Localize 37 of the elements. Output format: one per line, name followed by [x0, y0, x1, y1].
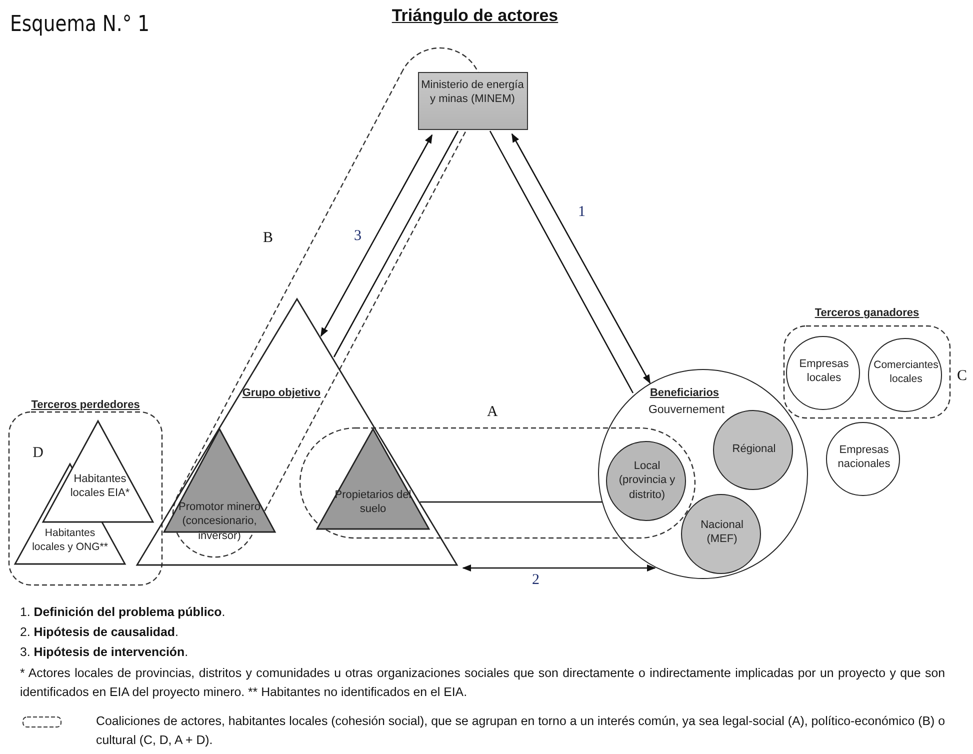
arrow	[511, 133, 651, 384]
footnote: 1. Definición del problema público.	[20, 604, 226, 621]
scheme-heading: Esquema N.° 1	[10, 12, 150, 37]
legend-text: Coaliciones de actores, habitantes locales (cohesión social), que se agrupan en torno a un interés común, ya sea legal-social (A), político-económico (B) o cultural (C, D, A + D).	[96, 713, 945, 750]
group-outline	[783, 306, 951, 419]
node-label: Régional	[731, 442, 777, 456]
node-label: Ministerio de energía y minas (MINEM)	[420, 78, 525, 107]
node-label: Promotor minero (concesionario, inversor)	[178, 500, 262, 543]
node-label: Habitantes locales y ONG**	[31, 527, 109, 554]
node-label: Nacional (MEF)	[700, 518, 744, 547]
arrow	[320, 134, 433, 337]
footnote: * Actores locales de provincias, distritos y comunidades u otras organizaciones sociales que son directamente o indirectamente implicadas por un proyecto y que son identificados en EIA del proyecto minero. ** Habitantes no identificados en el EIA.	[20, 665, 945, 702]
group-heading: Terceros perdedores	[30, 398, 141, 412]
group-outline	[8, 398, 163, 586]
ministry-box	[418, 72, 528, 130]
node-label: Habitantes locales EIA*	[69, 472, 131, 501]
actor-circle	[681, 494, 761, 574]
group-heading: Terceros ganadores	[814, 306, 920, 320]
node-label: Empresas nacionales	[836, 443, 892, 472]
actor-triangle	[42, 420, 154, 523]
node-label: Empresas locales	[798, 357, 850, 386]
coalition-letter: A	[487, 404, 498, 421]
actor-circle	[606, 441, 686, 521]
group-letter: C	[957, 368, 968, 385]
group-heading: Grupo objetivo	[241, 386, 322, 400]
actor-triangle	[316, 428, 430, 530]
footnote: 3. Hipótesis de intervención.	[20, 644, 190, 661]
diagram-title: Triángulo de actores	[390, 6, 560, 26]
node-label: Comerciantes locales	[872, 359, 940, 386]
beneficiaries-circle	[598, 369, 808, 579]
footnote: 2. Hipótesis de causalidad.	[20, 624, 180, 641]
group-letter: D	[32, 444, 44, 463]
arrow	[462, 564, 656, 572]
coalition-letter: B	[263, 230, 274, 247]
node-label: Gouvernement	[647, 403, 726, 418]
node-label: Local (provincia y distrito)	[618, 459, 676, 502]
group-heading: Beneficiarios	[648, 386, 720, 400]
